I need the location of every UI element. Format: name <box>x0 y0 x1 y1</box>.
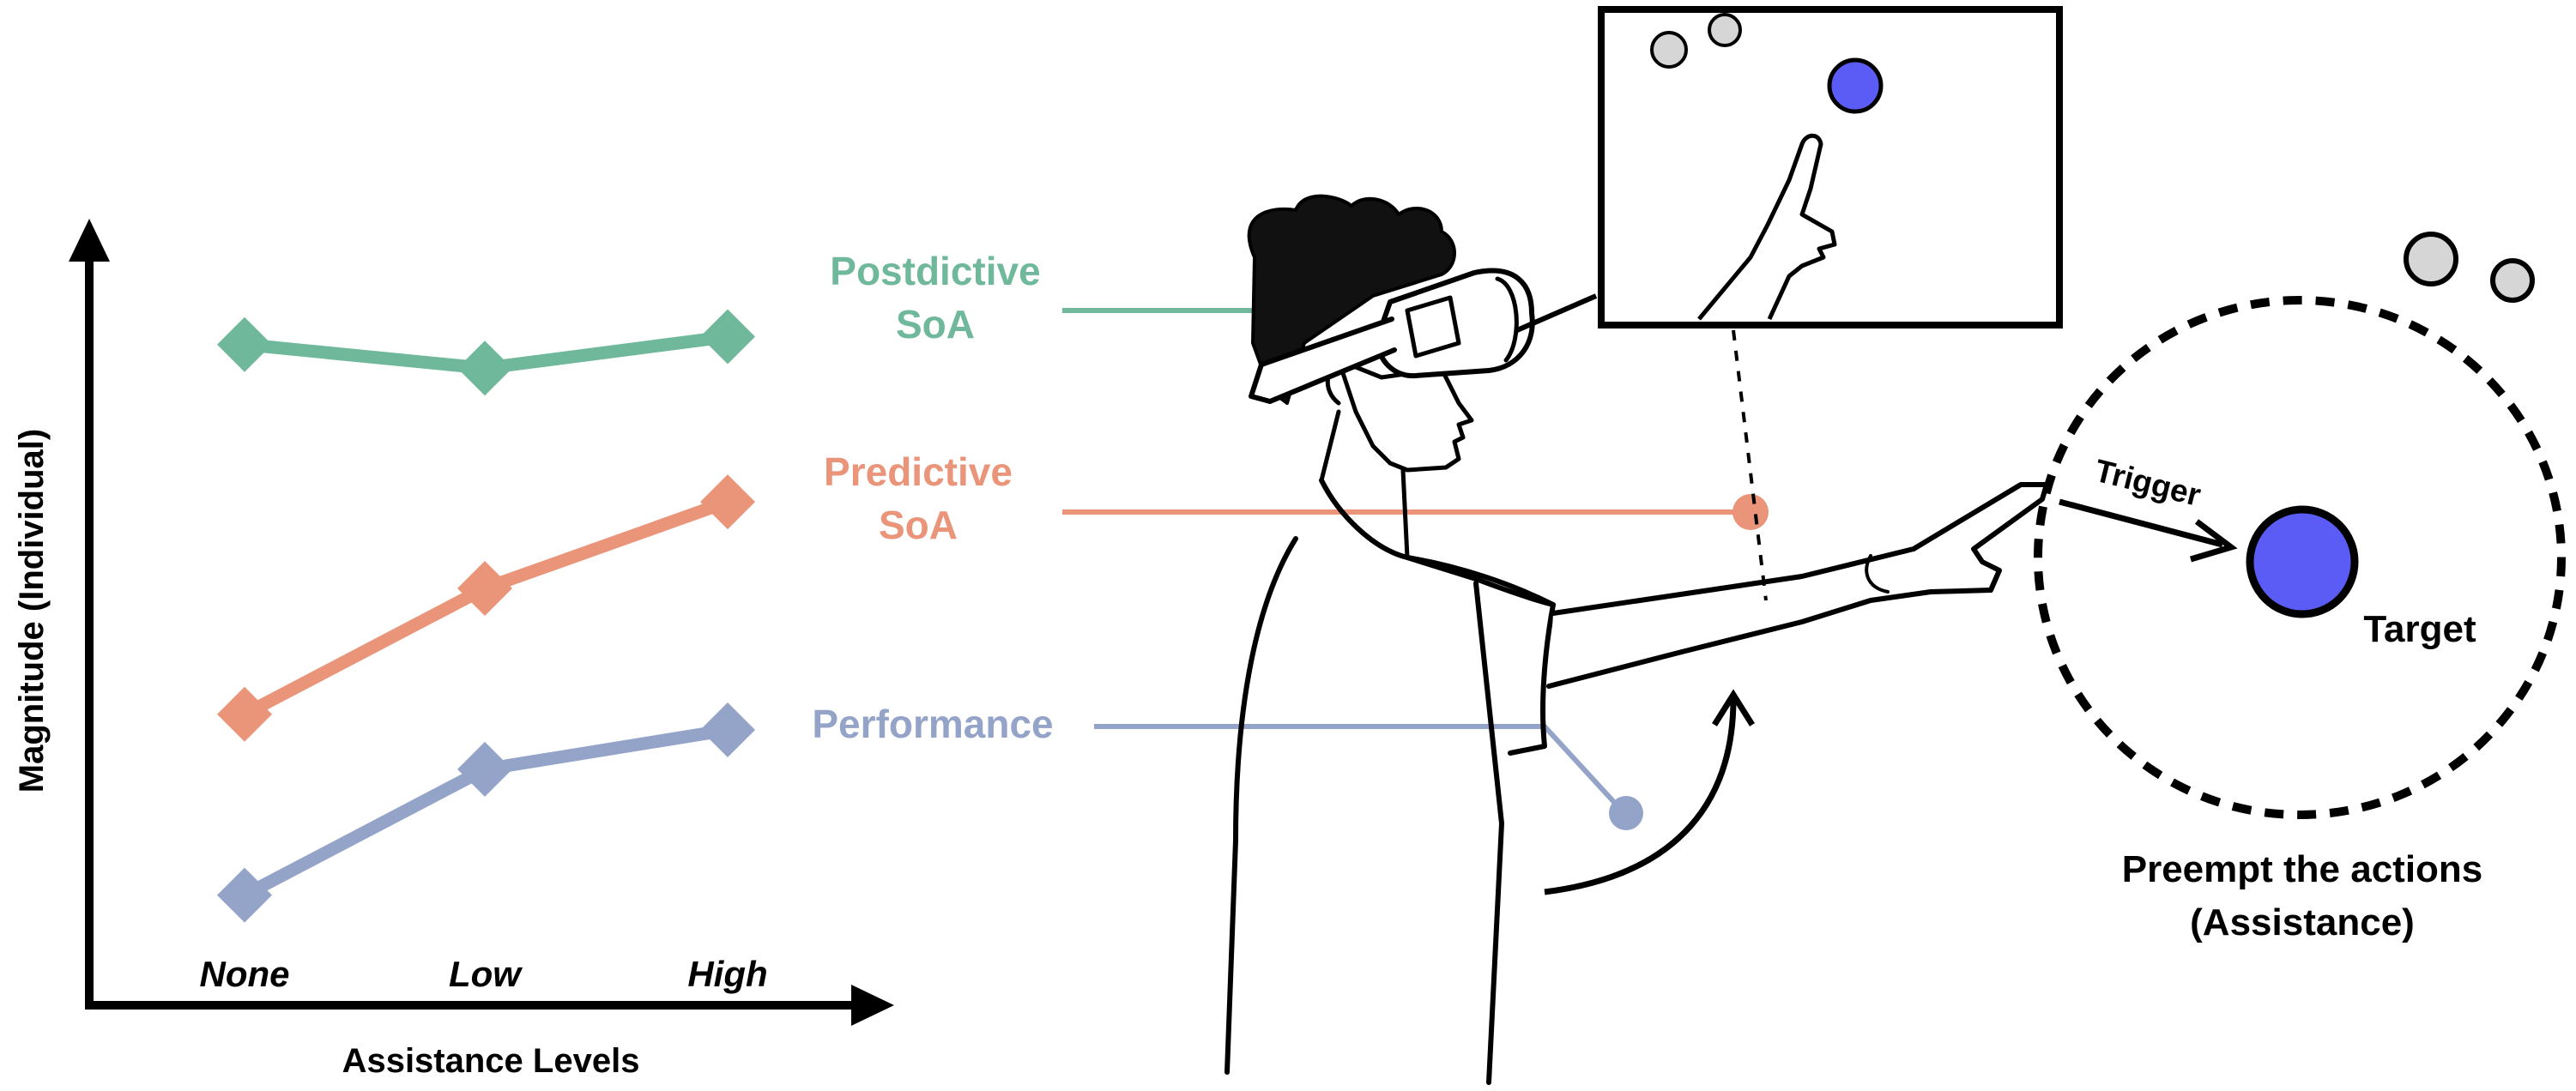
distractor-2 <box>2490 258 2535 303</box>
performance-connector-dot <box>1609 796 1643 830</box>
headset-strap <box>1249 316 1397 404</box>
postdictive-label-line-2: SoA <box>896 302 975 347</box>
target-circle <box>2246 505 2359 618</box>
postdictive-label-line-1: Postdictive <box>830 249 1040 293</box>
pointing-arm <box>1546 482 2049 689</box>
predictive-point-low <box>457 560 512 616</box>
inset-distractor-1 <box>1650 31 1688 69</box>
trigger-arrow <box>2059 498 2223 548</box>
predictive-label-line-1: Predictive <box>824 449 1013 494</box>
inset-target <box>1827 57 1884 114</box>
face <box>1336 358 1474 473</box>
postdictive-point-none <box>217 316 272 372</box>
series-layer <box>217 309 755 923</box>
performance-point-low <box>457 741 512 797</box>
y-axis <box>69 219 110 1005</box>
x-tick-label-none: None <box>200 954 290 994</box>
predictive-point-none <box>217 686 272 742</box>
sleeve <box>1405 555 1556 1085</box>
motion-arrow <box>1544 698 1737 895</box>
caption-line-1: Preempt the actions <box>2122 848 2483 890</box>
predictive-label-line-2: SoA <box>879 503 958 547</box>
predictive-connector-dot <box>1732 494 1769 530</box>
x-axis-label: Assistance Levels <box>342 1042 640 1080</box>
x-tick-label-low: Low <box>449 954 523 994</box>
trigger-label: Trigger <box>2091 453 2204 513</box>
assistance-zone: Trigger Target Preempt the actions (Assi… <box>2034 232 2566 943</box>
performance-point-none <box>217 867 272 923</box>
performance-point-high <box>700 702 755 758</box>
y-axis-arrowhead <box>69 219 110 262</box>
caption-line-2: (Assistance) <box>2190 901 2415 943</box>
predictive-connector <box>1062 494 1769 530</box>
performance-connector <box>1094 724 1643 830</box>
torso <box>1225 478 1556 1075</box>
vr-view-inset <box>1515 6 2063 333</box>
chart: Magnitude (Individual) Assistance Levels… <box>13 219 1054 1080</box>
postdictive-point-low <box>457 341 512 396</box>
neck <box>1319 409 1410 560</box>
performance-label-line-1: Performance <box>812 702 1053 746</box>
target-label: Target <box>2363 608 2476 650</box>
person-with-vr-headset-pointing-icon <box>1225 194 2049 1085</box>
x-tick-label-high: High <box>687 954 767 994</box>
inset-distractor-2 <box>1708 13 1742 47</box>
y-axis-label: Magnitude (Individual) <box>13 429 51 793</box>
predictive-point-high <box>700 474 755 530</box>
x-tick-labels: None Low High <box>200 954 768 994</box>
gaze-line <box>1732 329 1768 601</box>
x-axis <box>85 985 894 1026</box>
postdictive-point-high <box>700 309 755 365</box>
vr-view-pointing-hand-icon <box>1697 133 1837 321</box>
distractor-1 <box>2404 232 2458 286</box>
x-axis-arrowhead <box>851 985 894 1026</box>
